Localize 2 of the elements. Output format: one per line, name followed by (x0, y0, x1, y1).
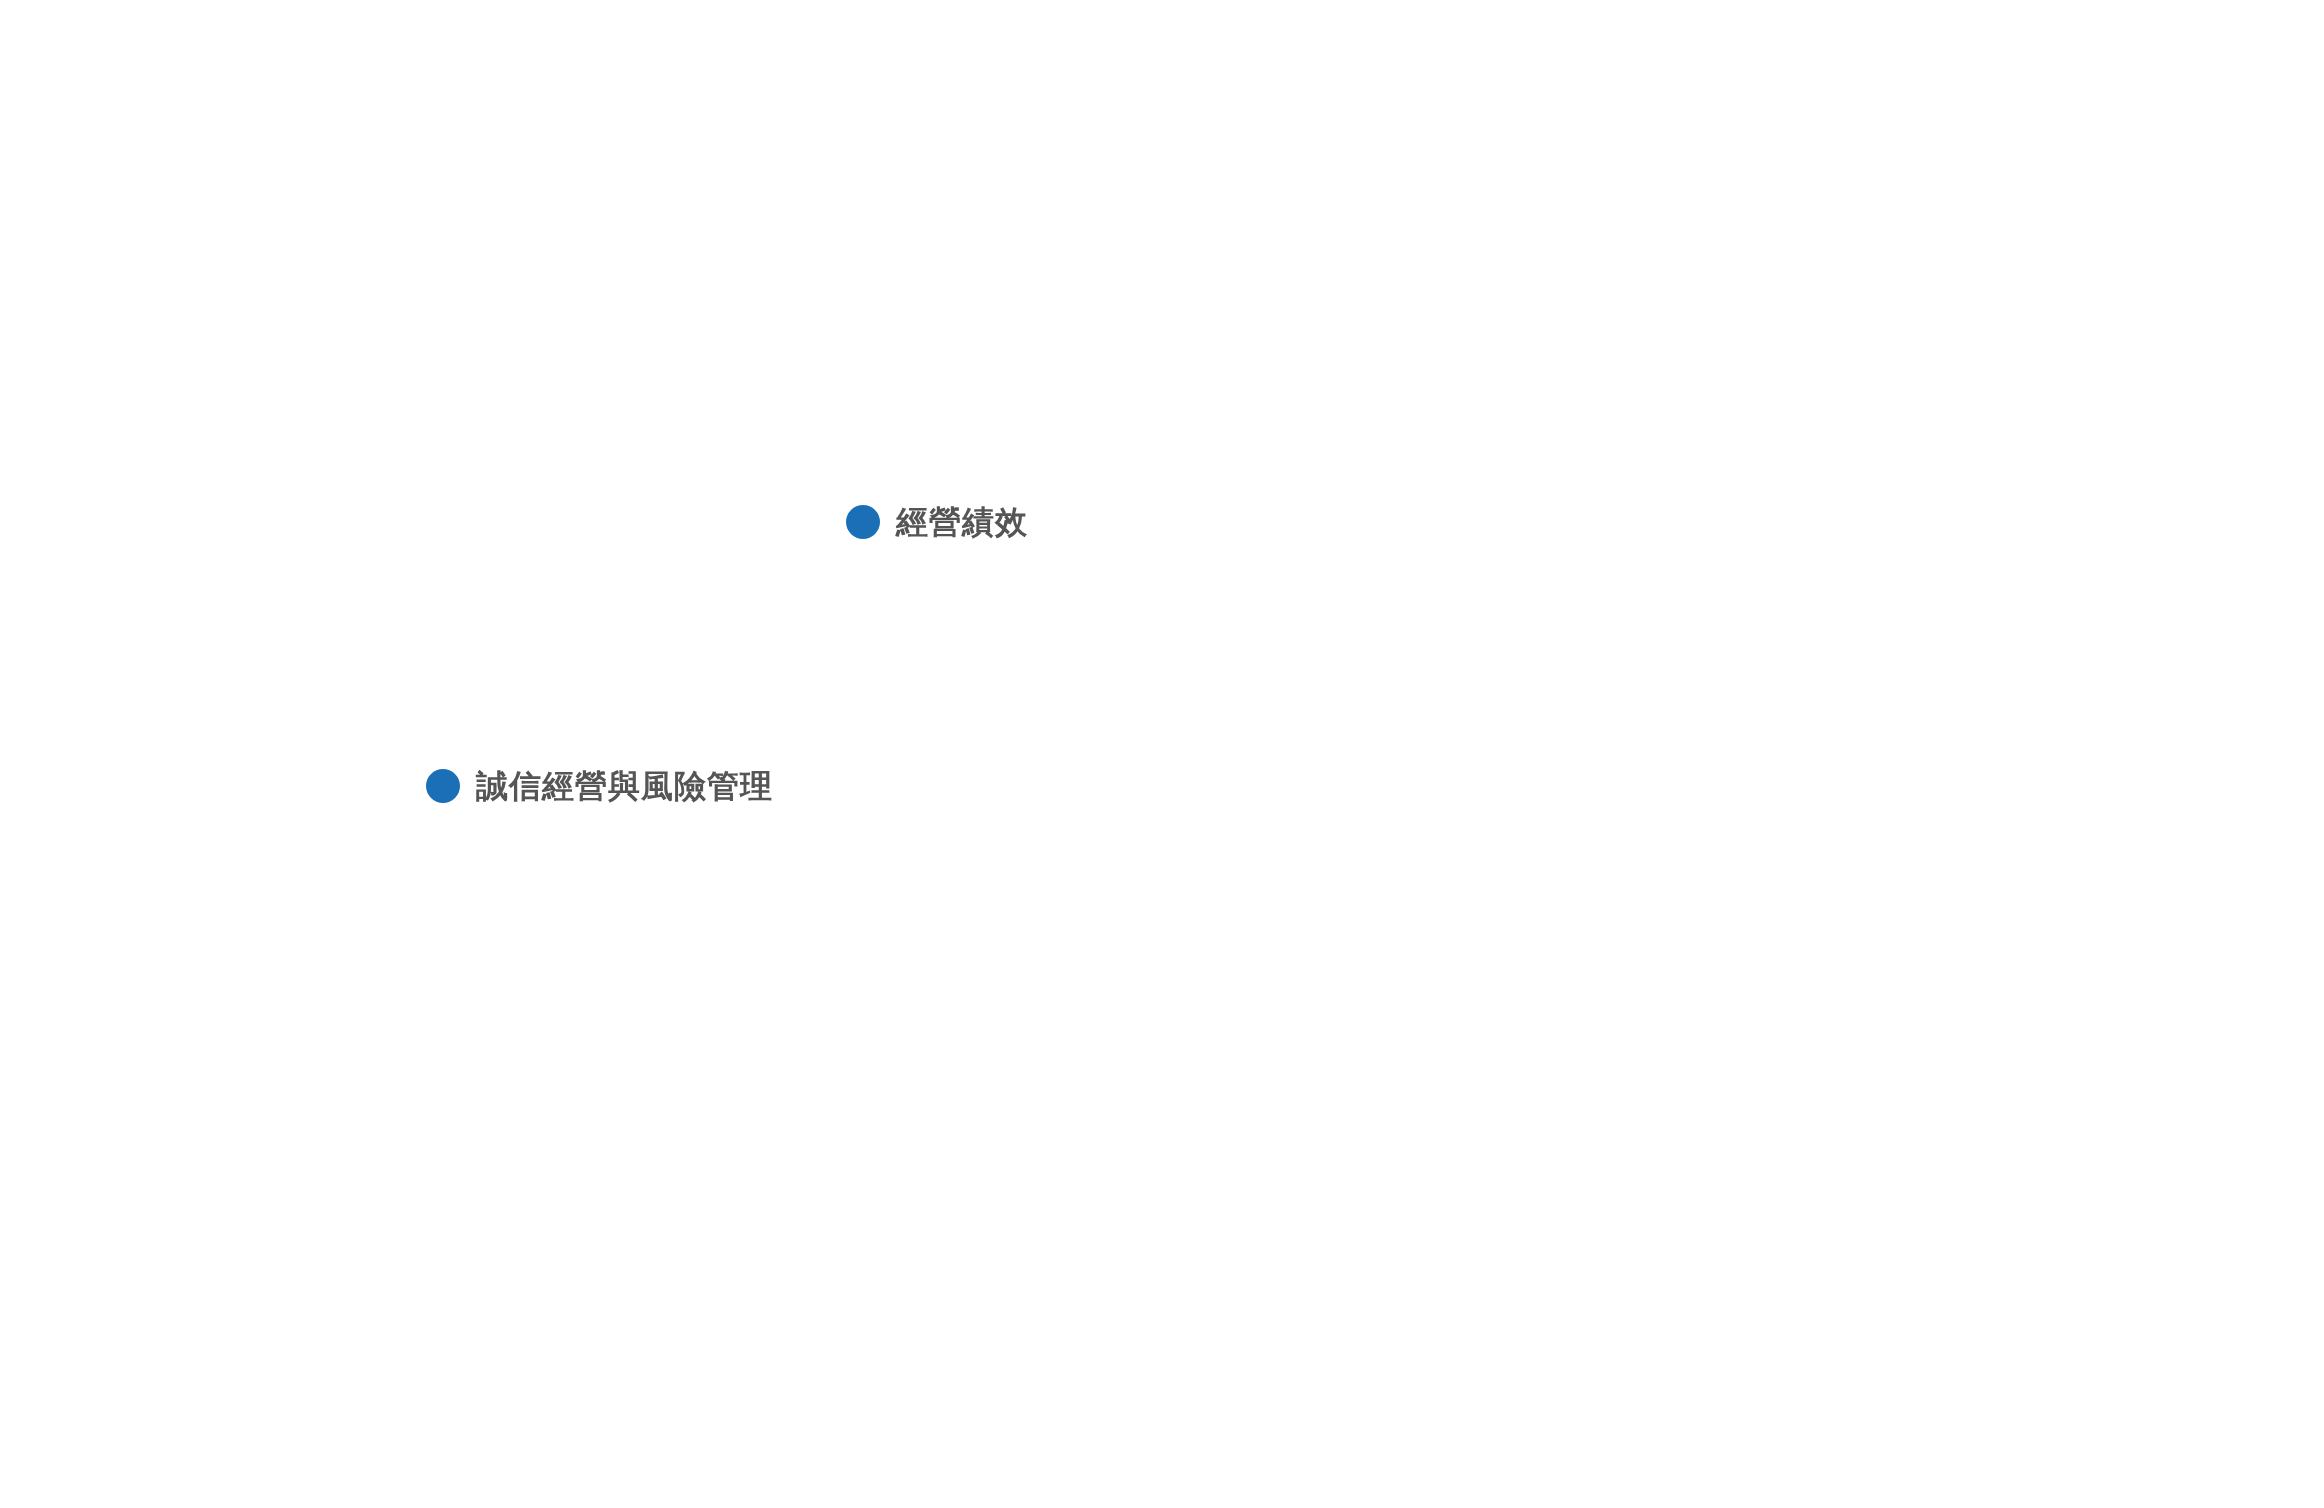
label-text: 誠信經營與風險管理 (476, 766, 773, 806)
label-text: 經營績效 (896, 502, 1028, 542)
